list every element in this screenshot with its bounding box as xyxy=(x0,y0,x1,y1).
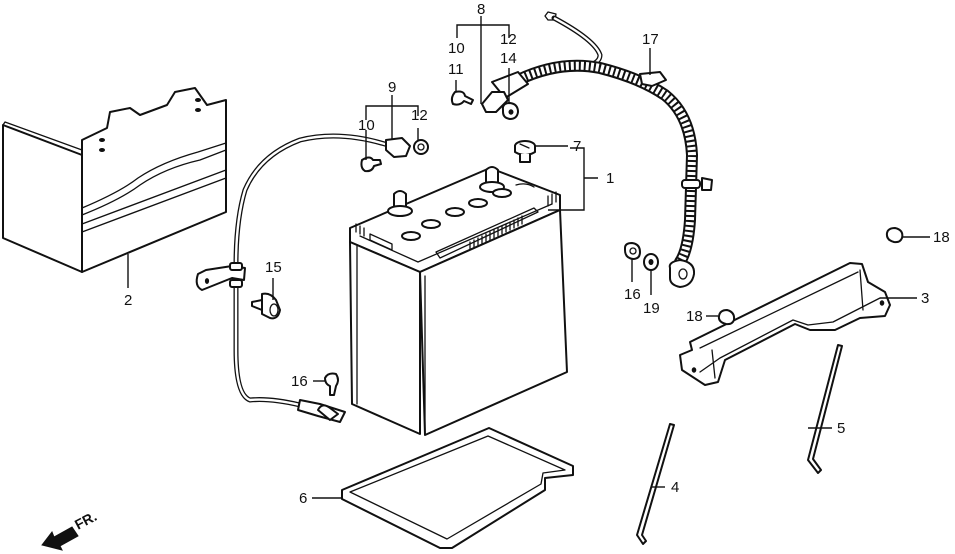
callout-15: 17 xyxy=(642,31,659,48)
callout-6: 6 xyxy=(299,490,307,507)
callout-7: 7 xyxy=(573,138,581,155)
ground-cable[interactable] xyxy=(195,133,411,423)
callout-14: 15 xyxy=(265,259,282,276)
callout-9: 9 xyxy=(388,79,396,96)
washer-19[interactable] xyxy=(643,253,659,271)
callout-5: 5 xyxy=(837,420,845,437)
battery-tray[interactable] xyxy=(341,427,574,549)
battery-cap[interactable] xyxy=(514,140,536,163)
callout-18a: 18 xyxy=(933,229,950,246)
nut-18b[interactable] xyxy=(717,309,736,326)
terminal-nut-12b[interactable] xyxy=(413,139,429,155)
battery[interactable] xyxy=(349,166,568,436)
callout-13: 14 xyxy=(500,50,517,67)
flange-nut-17[interactable] xyxy=(624,242,641,260)
front-label: FR. xyxy=(72,508,99,533)
callout-11: 11 xyxy=(448,61,464,78)
callout-2: 2 xyxy=(124,292,132,309)
front-arrow-icon xyxy=(41,526,79,551)
terminal-cover-13[interactable] xyxy=(501,102,519,120)
callout-18b: 18 xyxy=(686,308,703,325)
battery-setting-plate[interactable] xyxy=(679,262,891,386)
callout-10b: 10 xyxy=(448,40,465,57)
callout-8: 8 xyxy=(477,1,485,18)
callout-12a: 12 xyxy=(500,31,517,48)
terminal-bolt-11[interactable] xyxy=(450,90,474,106)
cable-clip-15[interactable] xyxy=(639,71,667,87)
callout-17: 16 xyxy=(624,286,641,303)
positive-terminal[interactable] xyxy=(481,91,509,113)
terminal-bolt-10a[interactable] xyxy=(360,156,382,173)
battery-cover[interactable] xyxy=(2,87,227,273)
callout-12b: 12 xyxy=(411,107,428,124)
callout-19: 19 xyxy=(643,300,660,317)
nut-18a[interactable] xyxy=(885,227,904,244)
callout-16: 16 xyxy=(291,373,308,390)
callout-1: 1 xyxy=(606,170,614,187)
setting-bolt-a[interactable] xyxy=(636,423,675,545)
callout-3: 3 xyxy=(921,290,929,307)
flange-bolt-14[interactable] xyxy=(251,292,281,320)
callout-10a: 10 xyxy=(358,117,375,134)
front-direction-indicator: FR. xyxy=(41,508,99,551)
flange-bolt-16[interactable] xyxy=(324,372,339,396)
setting-bolt-b[interactable] xyxy=(807,344,843,474)
callout-4: 4 xyxy=(671,479,679,496)
